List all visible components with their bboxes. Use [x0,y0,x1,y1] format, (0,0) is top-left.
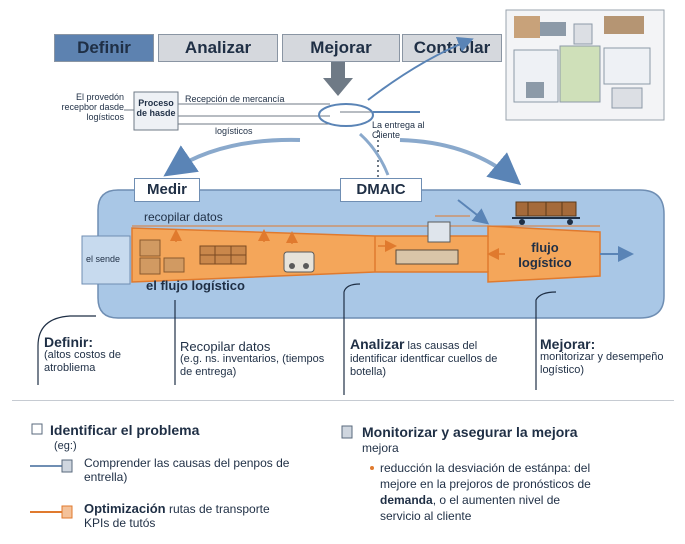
chart-icon [61,505,73,519]
bullet-2: mejore en la prejoros de pronósticos de [380,477,591,491]
optim-text-2: KPIs de tutós [84,516,156,530]
bullet-dot [370,466,374,470]
callout-analizar-text-1: las causas del [407,340,478,352]
dmaic-tag: DMAIC [340,178,422,202]
identify-title: Identificar el problema [50,422,200,438]
tool-icon [427,221,451,243]
bullet-list: reducción la desviación de estánpa: del … [380,460,680,524]
optim-text: rutas de transporte [168,502,270,516]
list-icon [61,459,73,473]
callout-mejorar-text: monitorizar y desempeño logístico) [540,351,664,376]
process-box [133,91,179,131]
warehouse-inset [505,9,665,121]
callout-definir-text: (altos costos de atrobliema [44,349,122,374]
medir-tag: Medir [134,178,200,202]
bullet-3-post: , o el aumenten nivel de [432,493,561,507]
callout-analizar: Analizar las causas del identificar iden… [350,336,530,379]
process-label: Proceso de hasde [136,98,176,118]
pallet-icon [512,201,580,225]
callout-recopilar-text: (e.g. ns. inventarios, (tiempos de entre… [180,353,325,378]
truck-icon [283,251,315,273]
tab-analizar[interactable]: Analizar [158,34,278,62]
callout-recopilar-title: Recopilar datos [180,339,271,354]
reception-label: Recepción de mercancía [185,94,285,104]
tab-definir[interactable]: Definir [54,34,154,62]
bullet-1: reducción la desviación de estánpa: del [380,461,591,475]
callout-mejorar-title: Mejorar: [540,336,596,352]
callout-definir-title: Definir: [44,334,93,350]
callout-analizar-text-2: identificar identficar cuellos de botell… [350,353,498,378]
provider-label: El provedón recepbor dasde logísticos [61,92,124,122]
callout-mejorar: Mejorar: monitorizar y desempeño logísti… [540,336,680,377]
inventory-boxes [139,239,247,275]
callout-definir: Definir: (altos costos de atrobliema [44,334,164,375]
monitor-title: Monitorizar y asegurar la mejora [362,424,578,440]
understand-text: Comprender las causas del penpos de entr… [84,456,290,484]
tab-mejorar[interactable]: Mejorar [282,34,400,62]
station-box [395,249,459,265]
down-arrow-icon [323,62,353,96]
sende-label: el sende [86,254,121,264]
collect-label: recopilar datos [144,210,223,224]
callout-recopilar: Recopilar datos (e.g. ns. inventarios, (… [180,340,330,379]
bullet-4: servicio al cliente [380,509,472,523]
optim-line: Optimización rutas de transporte KPIs de… [84,501,344,531]
handoff-oval [318,103,374,127]
flag-icon [31,423,43,435]
optim-title: Optimización [84,501,166,516]
flow-label: el flujo logístico [146,278,245,293]
bullet-3-bold: demanda [380,493,433,507]
monitor-sub: mejora [362,441,399,455]
clipboard-icon [341,425,353,439]
up-arrow-icon [170,229,298,244]
logistics-label: logísticos [215,126,253,136]
callout-analizar-title: Analizar [350,336,405,352]
flow-box-label: flujo logístico [518,240,572,270]
delivery-label: La entrega al Cliente [372,120,425,140]
identify-sub: (eg:) [54,440,77,452]
legend-panel [12,400,674,541]
bullet-3: demanda, o el aumenten nivel de [380,492,680,508]
